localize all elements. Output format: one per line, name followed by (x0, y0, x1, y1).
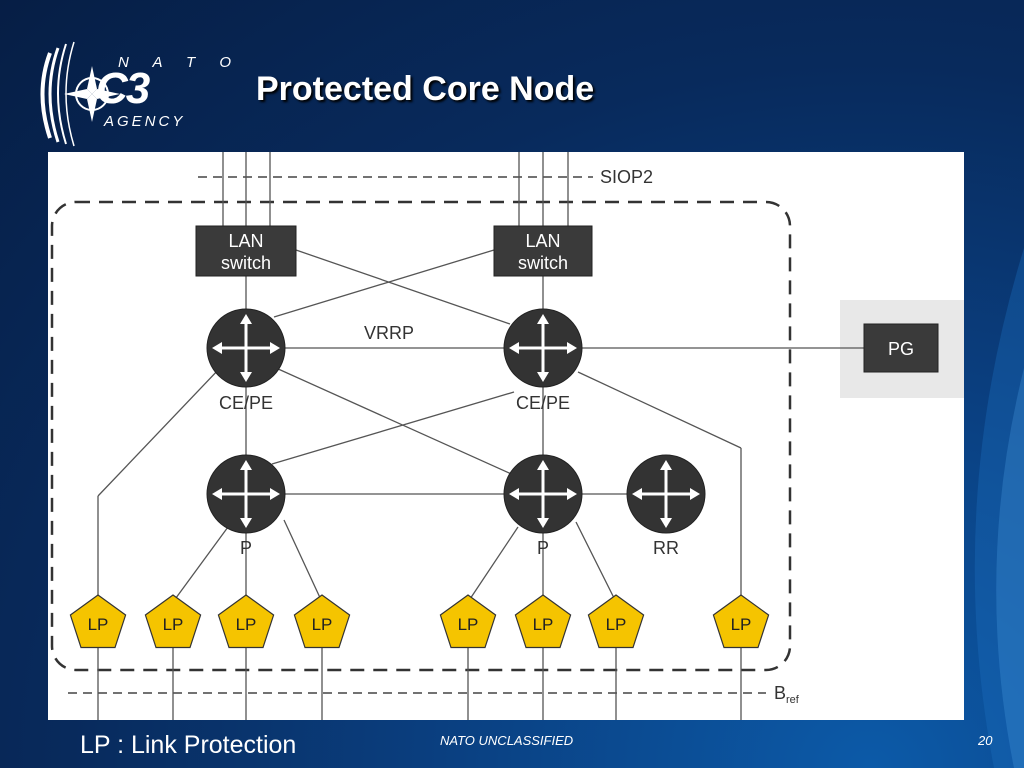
rr-router-icon (626, 454, 706, 534)
pg-label: PG (888, 339, 914, 359)
logo-emblem-icon (40, 41, 120, 147)
lp-node: LP (587, 594, 645, 649)
bref-label: Bref (774, 683, 800, 706)
slide-title: Protected Core Node (256, 70, 595, 108)
ce-pe-left-label: CE/PE (219, 393, 273, 413)
protected-core-node-diagram: SIOP2 Bref (50, 152, 964, 720)
lp-label: LP (533, 615, 554, 634)
p-router-left-icon (206, 454, 286, 534)
ce-pe-router-left-icon (206, 308, 286, 388)
lp-node: LP (69, 594, 127, 649)
lp-nodes: LP LP LP LP LP LP LP LP (69, 594, 770, 649)
lp-label: LP (88, 615, 109, 634)
lp-node: LP (144, 594, 202, 649)
connection-lines (97, 152, 888, 720)
lp-pentagon-icon (217, 594, 275, 649)
lp-label: LP (731, 615, 752, 634)
lan-switch-left-line1: LAN (228, 231, 263, 251)
lp-node: LP (712, 594, 770, 649)
ce-pe-router-right-icon (503, 308, 583, 388)
logo-agency-text: AGENCY (104, 113, 186, 130)
lp-label: LP (163, 615, 184, 634)
lp-label: LP (312, 615, 333, 634)
lan-switch-left: LAN switch (195, 225, 297, 277)
diagram-canvas: SIOP2 Bref (48, 152, 964, 720)
lan-switch-left-line2: switch (221, 253, 271, 273)
lp-node: LP (439, 594, 497, 649)
lan-switch-right: LAN switch (493, 225, 593, 277)
background-swoosh (974, 248, 1024, 768)
ce-pe-right-label: CE/PE (516, 393, 570, 413)
lp-label: LP (458, 615, 479, 634)
rr-label: RR (653, 538, 679, 558)
lp-pentagon-icon (514, 594, 572, 649)
lp-label: LP (606, 615, 627, 634)
legend-caption: LP : Link Protection (80, 731, 297, 759)
lp-pentagon-icon (293, 594, 351, 649)
lp-pentagon-icon (69, 594, 127, 649)
lp-pentagon-icon (439, 594, 497, 649)
page-number: 20 (978, 733, 993, 748)
logo-c3-text: C3 (96, 64, 150, 113)
lp-node: LP (514, 594, 572, 649)
pg-box: PG (863, 323, 939, 373)
lp-pentagon-icon (712, 594, 770, 649)
lp-node: LP (293, 594, 351, 649)
siop2-label: SIOP2 (600, 167, 653, 187)
p-right-label: P (537, 538, 549, 558)
p-left-label: P (240, 538, 252, 558)
vrrp-label: VRRP (364, 323, 414, 343)
lp-pentagon-icon (587, 594, 645, 649)
lan-switch-right-line2: switch (518, 253, 568, 273)
lp-node: LP (217, 594, 275, 649)
lp-pentagon-icon (144, 594, 202, 649)
logo-nato-text: N A T O (118, 54, 242, 71)
classification-label: NATO UNCLASSIFIED (440, 733, 574, 748)
lp-label: LP (236, 615, 257, 634)
node-boundary (50, 200, 792, 672)
p-router-right-icon (503, 454, 583, 534)
lan-switch-right-line1: LAN (525, 231, 560, 251)
